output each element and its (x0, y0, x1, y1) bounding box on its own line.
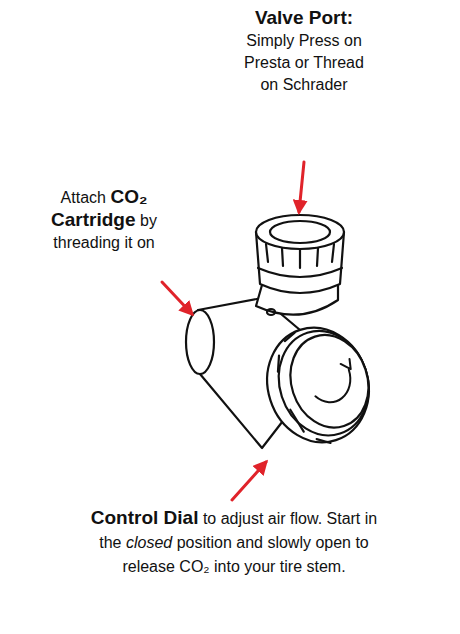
callout-arrow (232, 462, 266, 500)
valve-port-callout: Valve Port:Simply Press on Presta or Thr… (238, 6, 370, 96)
callout-note: closed (126, 534, 172, 551)
callout-arrow (162, 282, 192, 314)
callout-arrows (162, 162, 304, 500)
cartridge-callout: Attach CO₂ Cartridge by threading it on (47, 186, 161, 254)
callout-arrow (299, 162, 304, 212)
inflator-body (186, 215, 384, 457)
callout-heading: Valve Port: (238, 6, 370, 30)
callout-note: Simply Press on Presta or Thread on Schr… (238, 30, 370, 96)
callout-heading: Control Dial (91, 507, 199, 528)
callout-note: Attach (61, 189, 106, 206)
control-dial-callout: Control Dial to adjust air flow. Start i… (84, 506, 384, 579)
